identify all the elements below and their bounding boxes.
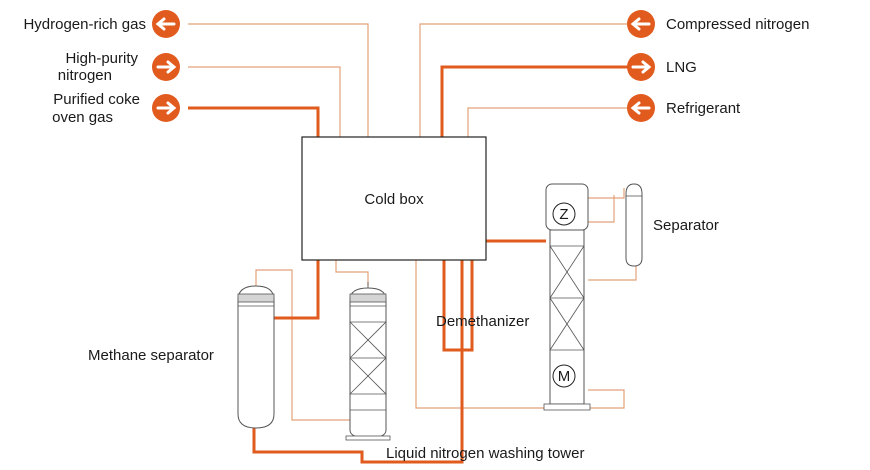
demethanizer-bottom-symbol <box>552 364 576 388</box>
arrow-left-icon <box>630 17 651 31</box>
pipe-hydrogen-rich-gas <box>188 23 369 137</box>
label-high-purity-nitrogen-line1: High-purity <box>65 50 138 67</box>
pipe-tower-top <box>335 260 369 286</box>
demethanizer-top-symbol <box>552 202 576 226</box>
svg-text:M: M <box>558 368 571 385</box>
thick-pipes <box>188 65 630 464</box>
pipe-coldbox-to-methane-separator <box>272 260 320 320</box>
thin-pipes <box>188 23 637 421</box>
arrow-right-icon <box>631 60 652 74</box>
label-purified-coke-oven-gas-line2: oven gas <box>52 109 113 126</box>
arrow-lng <box>627 53 655 81</box>
label-compressed-nitrogen: Compressed nitrogen <box>666 16 809 33</box>
pipe-methane-sep-top <box>255 269 352 421</box>
label-separator: Separator <box>653 217 719 234</box>
arrow-purified-coke-oven-gas <box>152 94 180 122</box>
arrow-high-purity-nitrogen <box>152 53 180 81</box>
arrow-refrigerant <box>627 94 655 122</box>
pipe-demeth-bottom-loop <box>588 389 625 409</box>
pipe-refrigerant <box>467 107 630 137</box>
cold-box: Cold box <box>301 136 487 261</box>
arrow-left-icon <box>155 17 176 31</box>
arrow-left-icon <box>630 101 651 115</box>
arrow-right-icon <box>156 101 177 115</box>
label-liquid-nitrogen-washing-tower: Liquid nitrogen washing tower <box>386 445 584 462</box>
pipe-bottom-loop <box>252 350 464 464</box>
label-refrigerant: Refrigerant <box>666 100 741 117</box>
label-purified-coke-oven-gas-line1: Purified coke <box>53 91 140 108</box>
liquid-nitrogen-washing-tower-vessel <box>345 282 391 441</box>
pipe-compressed-nitrogen <box>419 23 630 137</box>
svg-text:Z: Z <box>559 206 568 223</box>
label-hydrogen-rich-gas: Hydrogen-rich gas <box>23 16 146 33</box>
label-demethanizer: Demethanizer <box>436 313 529 330</box>
cold-box-label: Cold box <box>364 191 424 208</box>
arrow-right-icon <box>156 60 177 74</box>
label-high-purity-nitrogen-line2: nitrogen <box>58 67 112 84</box>
pipe-purified-coke-oven-gas <box>188 106 320 137</box>
arrow-compressed-nitrogen <box>627 10 655 38</box>
pipe-tower-feed <box>442 254 474 352</box>
pipe-demeth-to-coldbox <box>415 260 550 409</box>
pipe-separator-reflux <box>586 195 615 223</box>
arrow-hydrogen-rich-gas <box>152 10 180 38</box>
label-lng: LNG <box>666 59 697 76</box>
pipe-lng <box>440 65 630 137</box>
separator-vessel <box>625 183 643 267</box>
pipe-demeth-to-separator-top <box>588 188 625 199</box>
label-methane-separator: Methane separator <box>88 347 214 364</box>
methane-separator-vessel <box>237 285 275 429</box>
pipe-high-purity-nitrogen <box>188 66 341 137</box>
demethanizer-column: Z M <box>543 183 591 411</box>
